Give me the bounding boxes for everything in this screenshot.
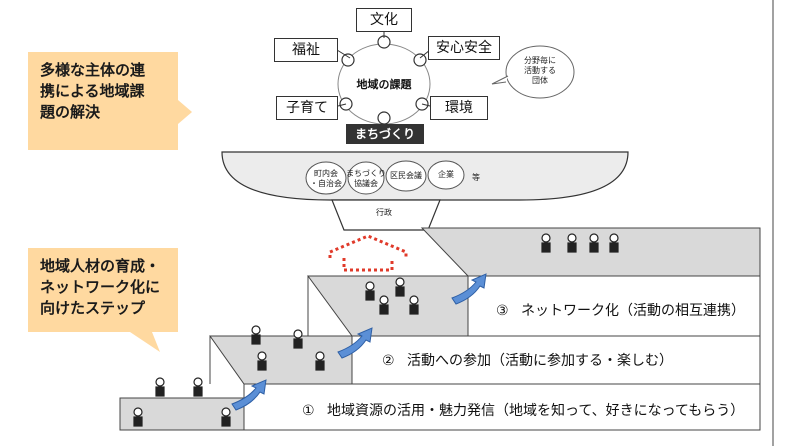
groups-bubble [505,45,575,99]
kigyo-circle [427,160,465,190]
kumin-label: 区民会議 [390,171,422,180]
kyogikai-circle [347,161,385,195]
gyosei-label: 行政 [376,208,392,217]
issue-culture: 文化 [356,8,412,32]
chonaikai-circle [305,161,347,195]
kumin-circle [385,160,427,192]
actor-line: ・自治会 [310,179,342,188]
issue-childcare: 子育て [276,96,338,120]
issue-safety: 安心安全 [428,36,500,60]
step-text: ネットワーク化（活動の相互連携） [521,303,746,319]
regional-issue-label: 地域の課題 [356,78,412,91]
callout-line: 地域人材の育成・ [40,257,161,275]
issue-label: 子育て [286,100,328,116]
groups-line: 活動する [524,66,556,75]
step1-top [209,335,353,385]
person-icon [133,233,619,427]
groups-line: 団体 [532,76,548,85]
groups-label: 分野毎に 活動する 団体 [516,56,564,86]
issue-environment: 環境 [430,96,488,120]
step2-label: ② 活動への参加（活動に参加する・楽しむ） [382,350,673,370]
step-number: ② [382,353,395,369]
issue-label: 環境 [445,100,473,116]
issue-label: 安心安全 [436,40,492,56]
issue-label: 文化 [370,12,398,28]
callout-tail-bottom [130,332,160,352]
step3-label: ③ ネットワーク化（活動の相互連携） [496,300,745,320]
callout-line: 携による地域課 [40,82,145,100]
actor-line: まちづくり [346,169,386,178]
callout-line: 多様な主体の連 [40,61,146,79]
step1-face [243,383,761,431]
dotted-up-arrow-stem [342,258,394,272]
step-text: 活動への参加（活動に参加する・楽しむ） [407,353,674,369]
issue-welfare: 福祉 [274,38,338,62]
callout-steps: 地域人材の育成・ ネットワーク化に 向けたステップ [28,248,178,332]
machizukuri-label: まちづくり [346,124,424,144]
callout-line: 向けたステップ [40,299,146,317]
step-arrow-icon [231,273,487,411]
dotted-up-arrow [328,234,408,258]
step-number: ① [302,403,315,419]
kyogikai-label: まちづくり 協議会 [341,169,391,189]
callout-tail-top [178,100,192,124]
actor-line: 協議会 [354,179,378,188]
issue-label: 福祉 [292,42,320,58]
step-text: 地域資源の活用・魅力発信（地域を知って、好きになってもらう） [327,403,745,419]
groups-line: 分野毎に [524,56,556,65]
callout-solution: 多様な主体の連 携による地域課 題の解決 [28,52,178,150]
step1-label: ① 地域資源の活用・魅力発信（地域を知って、好きになってもらう） [302,400,744,420]
step2-face [351,335,761,385]
kigyo-label: 企業 [438,170,454,179]
actor-line: 町内会 [314,169,338,178]
callout-line: ネットワーク化に [40,278,161,296]
chonaikai-label: 町内会 ・自治会 [301,169,351,189]
etc-label: 等 [472,173,480,182]
groups-bubble-tail [491,75,509,85]
callout-line: 題の解決 [40,103,101,121]
step3-face [467,275,761,337]
step-number: ③ [496,303,509,319]
